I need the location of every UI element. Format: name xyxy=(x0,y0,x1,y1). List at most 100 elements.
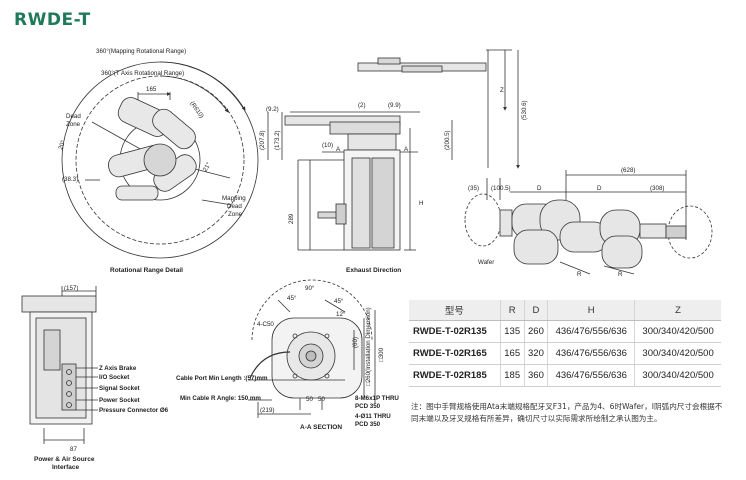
t-axis-range-circle xyxy=(75,75,245,245)
dim-289: 289 xyxy=(288,213,295,224)
dim-d-right: D xyxy=(597,185,602,192)
dim-2: (2) xyxy=(358,102,366,109)
cell-h: 436/476/556/636 xyxy=(547,364,635,387)
cell-d: 260 xyxy=(523,320,548,343)
dim-207-8: (207.8) xyxy=(259,130,266,150)
dim-9-9: (9.9) xyxy=(388,102,401,109)
rotational-labels: 360°(Mapping Rotational Range) 360°(T Ax… xyxy=(57,48,246,274)
label-io-socket: I/O Socket xyxy=(99,374,129,381)
dim-90: 90° xyxy=(305,285,315,292)
exhaust-caption: Exhaust Direction xyxy=(346,267,401,274)
m6-thru: 8-M6x1P THRU xyxy=(355,395,399,402)
top-view-labels: (628) (35) (100.5) D D (308) R R Wafer xyxy=(468,167,664,278)
dim-200-5: (200.5) xyxy=(444,130,451,150)
dim-628: (628) xyxy=(621,167,635,174)
dim-r-left: R xyxy=(577,271,582,278)
cell-r: 165 xyxy=(499,342,525,365)
cell-r: 185 xyxy=(499,364,525,387)
table-row: RWDE-T-02R185 185 360 436/476/556/636 30… xyxy=(409,364,721,387)
dim-12: 12° xyxy=(336,311,346,318)
cell-model: RWDE-T-02R165 xyxy=(409,342,501,365)
dim-219: (219) xyxy=(260,407,274,414)
dim-d-left: D xyxy=(537,185,542,192)
cell-h: 436/476/556/636 xyxy=(547,342,635,365)
dead-zone-line1: Dead xyxy=(66,113,81,120)
thru-11: 4-Ø11 THRU xyxy=(355,413,391,420)
section-labels: 90° 45° 45° 12° 4-C50 (219) 50 50 (60) □… xyxy=(257,285,399,431)
section-a-right: A xyxy=(404,146,409,153)
dim-45a: 45° xyxy=(287,295,297,302)
footnote: 注：图中手臂规格使用Ata末端规格配牙叉F31，产品为4、6时Wafer，I阴弧… xyxy=(411,402,723,423)
col-z: Z xyxy=(634,300,721,321)
dead-zone-line2: Zone xyxy=(66,121,81,128)
cell-z: 300/340/420/500 xyxy=(634,320,721,343)
table-row: RWDE-T-02R135 135 260 436/476/556/636 30… xyxy=(409,320,721,343)
dim-530-6: (530.6) xyxy=(521,100,528,120)
dim-87: 87 xyxy=(70,446,77,453)
cell-model: RWDE-T-02R185 xyxy=(409,364,501,387)
label-pressure-connector: Pressure Connector Ø6 xyxy=(99,407,169,414)
cell-h: 436/476/556/636 xyxy=(547,320,635,343)
section-caption: A-A SECTION xyxy=(300,424,342,431)
cell-z: 300/340/420/500 xyxy=(634,342,721,365)
dim-173-2: (173.2) xyxy=(274,130,281,150)
interface-labels: (157) Z Axis Brake I/O Socket Signal Soc… xyxy=(34,285,169,471)
table-row: RWDE-T-02R165 165 320 436/476/556/636 30… xyxy=(409,342,721,365)
dim-20: 20° xyxy=(57,139,67,151)
dim-165: 165 xyxy=(146,86,157,93)
dim-r-right: R xyxy=(618,271,623,278)
col-d: D xyxy=(523,300,548,321)
mapping-dead-zone-line3: Zone xyxy=(228,211,243,218)
dim-10: (10) xyxy=(322,142,333,149)
cable-min-r: Min Cable R Angle: 150 mm xyxy=(180,395,261,402)
cable-min-length: Cable Port Min Length :(57)mm xyxy=(176,375,268,382)
dim-z: Z xyxy=(500,87,504,94)
rotational-caption: Rotational Range Detail xyxy=(110,267,183,274)
mapping-dead-zone-line2: Dead xyxy=(227,203,242,210)
cell-z: 300/340/420/500 xyxy=(634,364,721,387)
page-title: RWDE-T xyxy=(14,10,91,30)
section-view xyxy=(248,279,376,418)
interface-view xyxy=(21,286,98,444)
label-z-axis-brake: Z Axis Brake xyxy=(99,365,137,372)
dim-45b: 45° xyxy=(334,298,344,305)
cable-notes: Cable Port Min Length :(57)mm Min Cable … xyxy=(176,375,268,402)
dim-60: (60) xyxy=(352,337,359,348)
wafer-label: Wafer xyxy=(478,259,494,266)
cell-model: RWDE-T-02R135 xyxy=(409,320,501,343)
spec-table-header: 型号 R D H Z xyxy=(409,300,721,321)
col-model: 型号 xyxy=(409,300,501,321)
cell-r: 135 xyxy=(499,320,525,343)
mapping-range-label: 360°(Mapping Rotational Range) xyxy=(96,48,186,55)
spec-table: 型号 R D H Z RWDE-T-02R135 135 260 436/476… xyxy=(409,300,721,387)
col-r: R xyxy=(499,300,525,321)
dim-260: □260(Installation Dimension) xyxy=(365,307,372,386)
cell-d: 360 xyxy=(523,364,548,387)
rotational-range-view xyxy=(61,61,259,259)
dim-35: (35) xyxy=(468,185,479,192)
interface-caption-line1: Power & Air Source xyxy=(34,456,95,463)
dim-r610: (R610) xyxy=(188,100,205,120)
pcd350-a: PCD 350 xyxy=(355,403,381,410)
label-signal-socket: Signal Socket xyxy=(99,385,140,392)
dim-157: (157) xyxy=(64,285,78,292)
dim-100-5: (100.5) xyxy=(491,185,511,192)
pcd350-b: PCD 350 xyxy=(355,421,381,428)
exhaust-labels: (9.2) (2) (9.9) (207.8) (173.2) (200.5) … xyxy=(259,87,528,274)
interface-caption-line2: Interface xyxy=(52,464,79,471)
cell-d: 320 xyxy=(523,342,548,365)
dim-38-3: (38.3) xyxy=(62,176,78,183)
section-a-left: A xyxy=(336,146,341,153)
exhaust-view xyxy=(267,49,520,251)
dim-9-2: (9.2) xyxy=(266,106,279,113)
mapping-dead-zone-line1: Mapping xyxy=(222,195,246,202)
top-view xyxy=(464,170,713,275)
label-power-socket: Power Socket xyxy=(99,397,140,404)
dim-50b: 50 xyxy=(318,396,325,403)
dim-300: □300 xyxy=(378,347,385,362)
col-h: H xyxy=(547,300,635,321)
t-axis-range-label: 360°(T Axis Rotational Range) xyxy=(101,70,184,77)
dim-308: (308) xyxy=(650,185,664,192)
dim-h: H xyxy=(419,200,423,207)
